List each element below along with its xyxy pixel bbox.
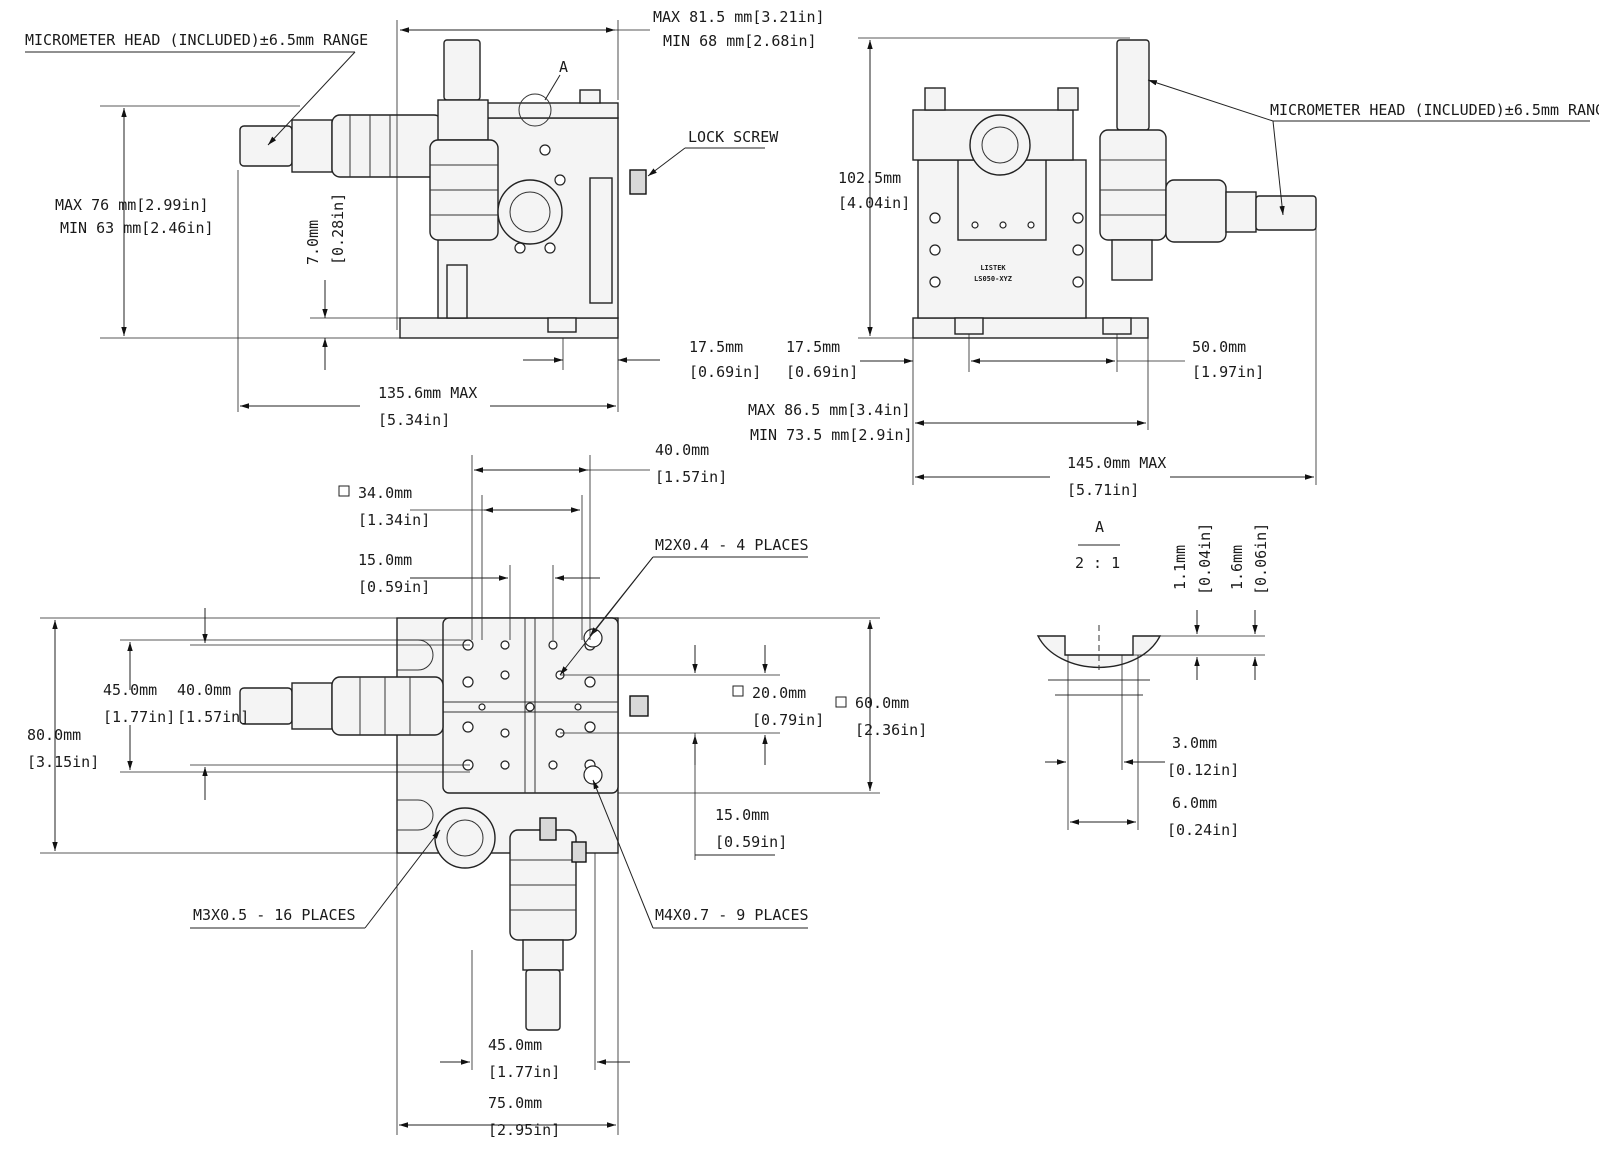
front-vertical-micrometer-sleeve xyxy=(437,99,489,141)
left-40-mm-label: 40.0mm xyxy=(177,681,231,699)
side-view-dimensions xyxy=(858,37,1590,485)
left-40-in-label: [1.57in] xyxy=(177,708,249,726)
side-vertical-micrometer xyxy=(1116,39,1150,131)
right-17-mm-label: 17.5mm xyxy=(786,338,840,356)
det-11-in-label: [0.04in] xyxy=(1196,523,1214,595)
bot-45-mm-label: 45.0mm xyxy=(488,1036,542,1054)
top-view-dimensions xyxy=(40,455,880,1135)
side-horizontal-micrometer xyxy=(1165,179,1227,243)
right-50-in-label: [1.97in] xyxy=(1192,363,1264,381)
front-micrometer-sleeve xyxy=(291,119,333,173)
d7-in-label: [0.28in] xyxy=(329,193,347,265)
square-symbol xyxy=(835,696,847,708)
det-3-mm-label: 3.0mm xyxy=(1172,734,1217,752)
top-view xyxy=(239,617,649,1031)
bot-15-in-label: [0.59in] xyxy=(715,833,787,851)
right-max-label: MAX 86.5 mm[3.4in] xyxy=(748,401,911,419)
detail-a-circle xyxy=(518,93,552,127)
top-max-label: MAX 81.5 mm[3.21in] xyxy=(653,8,825,26)
top-40-in-label: [1.57in] xyxy=(655,468,727,486)
bot-75-mm-label: 75.0mm xyxy=(488,1094,542,1112)
left-17-in-label: [0.69in] xyxy=(689,363,761,381)
sq34-mm-label: 34.0mm xyxy=(358,484,412,502)
lock-screw-knob xyxy=(629,169,647,195)
right-50-mm-label: 50.0mm xyxy=(1192,338,1246,356)
square-symbol xyxy=(732,685,744,697)
width-145-in-label: [5.71in] xyxy=(1067,481,1139,499)
m2-holes-label: M2X0.4 - 4 PLACES xyxy=(655,536,809,554)
height-max-label: MAX 76 mm[2.99in] xyxy=(55,196,209,214)
sq20-in-label: [0.79in] xyxy=(752,711,824,729)
det-16-in-label: [0.06in] xyxy=(1252,523,1270,595)
sq34-in-label: [1.34in] xyxy=(358,511,430,529)
detail-view-title: A xyxy=(1095,518,1104,536)
front-adjust-knob xyxy=(497,179,563,245)
left-45-in-label: [1.77in] xyxy=(103,708,175,726)
front-top-knob xyxy=(579,89,601,104)
detail-view-scale: 2 : 1 xyxy=(1075,554,1120,572)
side-view: LISTEK LS050-XYZ xyxy=(912,39,1317,339)
left-80-mm-label: 80.0mm xyxy=(27,726,81,744)
det-11-mm-label: 1.1mm xyxy=(1171,545,1189,590)
width-145-label: 145.0mm MAX xyxy=(1067,454,1166,472)
side-adjust-knob xyxy=(969,114,1031,176)
lock-screw-label: LOCK SCREW xyxy=(688,128,779,146)
det-3-in-label: [0.12in] xyxy=(1167,761,1239,779)
front-vertical-micrometer-tip xyxy=(443,39,481,101)
det-6-mm-label: 6.0mm xyxy=(1172,794,1217,812)
micrometer-left-label: MICROMETER HEAD (INCLUDED)±6.5mm RANGE xyxy=(25,31,368,49)
front-micrometer-tip xyxy=(239,125,293,167)
right-min-label: MIN 73.5 mm[2.9in] xyxy=(750,426,913,444)
m4-holes-label: M4X0.7 - 9 PLACES xyxy=(655,906,809,924)
right-102-in-label: [4.04in] xyxy=(838,194,910,212)
front-view xyxy=(239,39,647,339)
right-102-mm-label: 102.5mm xyxy=(838,169,901,187)
width-135-in-label: [5.34in] xyxy=(378,411,450,429)
top-15-in-label: [0.59in] xyxy=(358,578,430,596)
labels: MICROMETER HEAD (INCLUDED)±6.5mm RANGE M… xyxy=(25,8,1599,1139)
front-micrometer-thimble xyxy=(331,114,443,178)
top-40-mm-label: 40.0mm xyxy=(655,441,709,459)
square-symbol xyxy=(338,485,350,497)
top-min-label: MIN 68 mm[2.68in] xyxy=(663,32,817,50)
left-17-mm-label: 17.5mm xyxy=(689,338,743,356)
model-text: LS050-XYZ xyxy=(974,275,1012,283)
sq20-mm-label: 20.0mm xyxy=(752,684,806,702)
right-17-in-label: [0.69in] xyxy=(786,363,858,381)
logo-text: LISTEK xyxy=(980,264,1006,272)
front-side-bracket xyxy=(589,177,613,304)
bot-75-in-label: [2.95in] xyxy=(488,1121,560,1139)
det-6-in-label: [0.24in] xyxy=(1167,821,1239,839)
front-view-dimensions xyxy=(25,20,765,412)
left-80-in-label: [3.15in] xyxy=(27,753,99,771)
sq60-mm-label: 60.0mm xyxy=(855,694,909,712)
m3-hole-pattern xyxy=(462,639,596,771)
detail-marker-label: A xyxy=(559,58,568,76)
top-adjust-knob xyxy=(434,807,496,869)
front-base-plate xyxy=(399,317,619,339)
height-min-label: MIN 63 mm[2.46in] xyxy=(60,219,214,237)
detail-a-dimensions xyxy=(1045,610,1265,830)
width-135-label: 135.6mm MAX xyxy=(378,384,477,402)
left-45-mm-label: 45.0mm xyxy=(103,681,157,699)
top-15-mm-label: 15.0mm xyxy=(358,551,412,569)
det-16-mm-label: 1.6mm xyxy=(1228,545,1246,590)
d7-mm-label: 7.0mm xyxy=(304,220,322,265)
bot-45-in-label: [1.77in] xyxy=(488,1063,560,1081)
micrometer-right-label: MICROMETER HEAD (INCLUDED)±6.5mm RANGE xyxy=(1270,101,1599,119)
m3-holes-label: M3X0.5 - 16 PLACES xyxy=(193,906,356,924)
bot-15-mm-label: 15.0mm xyxy=(715,806,769,824)
sq60-in-label: [2.36in] xyxy=(855,721,927,739)
detail-a-view xyxy=(1036,544,1162,696)
